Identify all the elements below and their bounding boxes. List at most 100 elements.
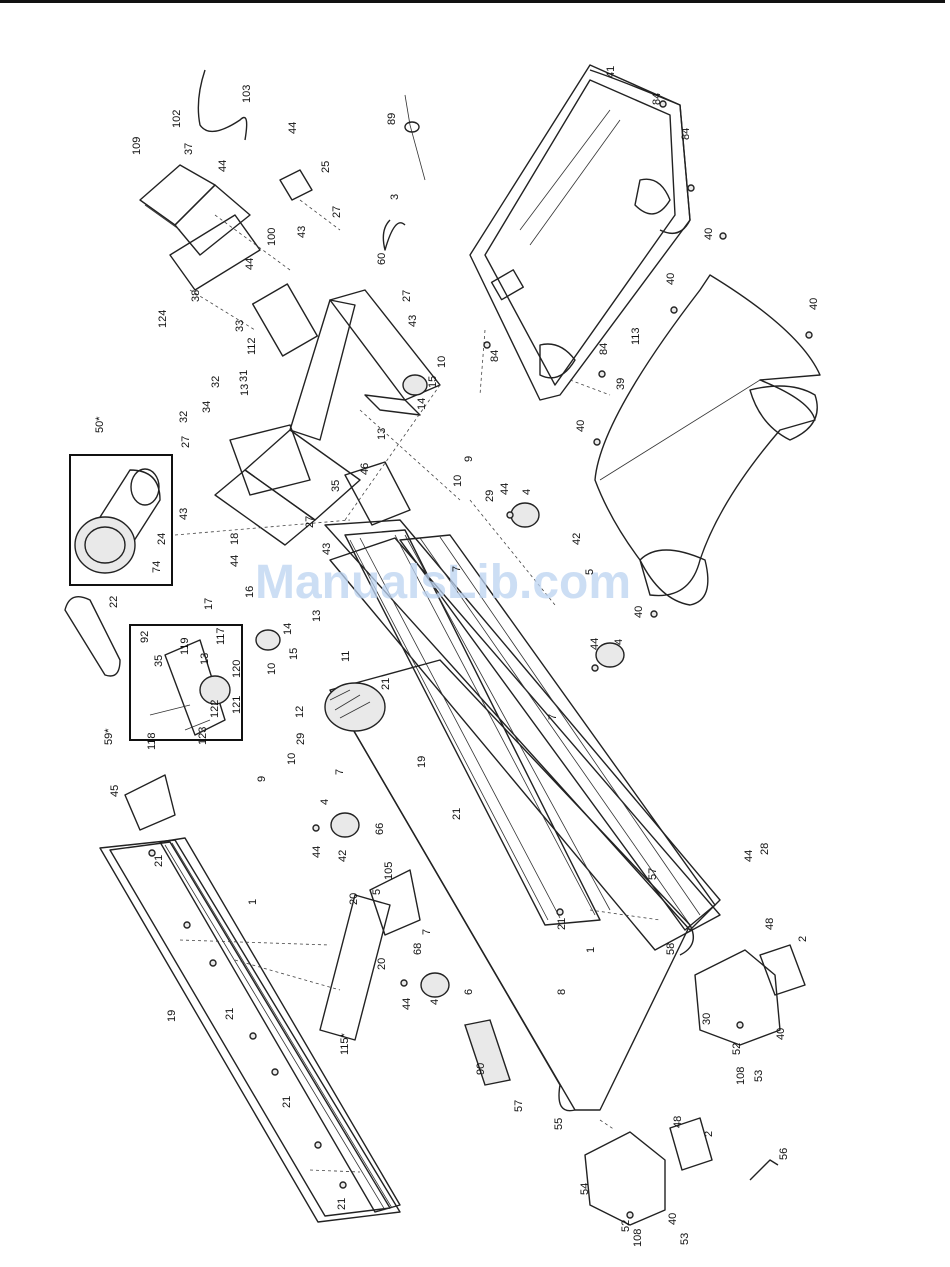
leveler-plate [319,894,391,1041]
assembly-guide-lines [174,199,661,1173]
rear-endcap-left [584,1117,713,1226]
part-label: 118 [146,732,158,750]
part-label: 16 [244,586,256,598]
part-number-labels: 102 103 109 37 44 38 44 25 27 43 100 44 … [94,66,820,1247]
part-label: 40 [667,1213,679,1225]
part-label: 1 [585,947,597,953]
part-label: 31 [238,370,250,382]
drive-belt [64,596,121,677]
part-label: 24 [156,533,168,545]
part-label: 122 [209,700,221,718]
part-label: 13 [199,653,211,665]
part-label: 10 [286,753,298,765]
part-label: 44 [589,638,601,650]
base-frame-cover [469,64,691,401]
part-label: 14 [282,623,294,635]
part-label: 21 [153,855,165,867]
part-label: 13 [239,384,251,396]
part-label: 27 [331,206,343,218]
part-label: 14 [416,398,428,410]
part-label: 46 [359,463,371,475]
part-label: 28 [759,843,771,855]
part-label: 84 [680,128,692,140]
part-label: 8 [556,989,568,995]
part-label: 7 [421,929,433,935]
part-label: 2 [797,936,809,942]
part-label: 105 [383,862,395,880]
wheel-4a [510,502,540,528]
part-label: 39 [615,378,627,390]
part-label: 43 [321,543,333,555]
part-label: 113 [630,327,642,345]
part-label: 92 [139,631,151,643]
part-label: 60 [376,253,388,265]
part-label: 112 [246,337,258,355]
part-label: 108 [632,1229,644,1247]
fasteners [148,100,813,1219]
part-label: 35 [153,655,165,667]
part-label: 29 [295,733,307,745]
part-label: 115* [339,1032,351,1055]
part-label: 48 [672,1116,684,1128]
motor-inset-box [69,454,173,586]
part-label: 40 [633,606,645,618]
part-label: 90 [475,1063,487,1075]
part-label: 43 [178,508,190,520]
part-label: 27 [180,436,192,448]
part-label: 19 [166,1010,178,1022]
part-label: 43 [407,315,419,327]
part-label: 10 [436,356,448,368]
part-label: 1 [247,899,259,905]
part-label: 27 [401,290,413,302]
part-label: 6 [463,989,475,995]
wire-harness [404,94,426,181]
part-label: 44 [229,555,241,567]
part-label: 4 [613,639,625,645]
part-label: 74 [151,561,163,573]
part-label: 68 [412,943,424,955]
part-label: 10 [266,663,278,675]
part-label: 40 [703,228,715,240]
part-label: 21 [451,808,463,820]
part-label: 10 [452,475,464,487]
part-label: 59* [103,728,115,745]
part-label: 84 [489,350,501,362]
pulley-15a [402,374,428,396]
watermark: ManualsLib.com [255,556,631,609]
part-label: 21 [281,1096,293,1108]
part-label: 32 [210,376,222,388]
part-label: 15 [288,648,300,660]
side-rail-left-assembly [99,837,401,1223]
part-label: 7 [451,566,463,572]
part-label: 33 [234,320,246,332]
part-label: 4 [429,999,441,1005]
part-label: 57 [647,868,659,880]
controller-box [139,164,261,291]
part-label: 15 [427,376,439,388]
part-label: 32 [178,411,190,423]
part-label: 21 [556,918,568,930]
part-label: 4 [319,799,331,805]
part-label: 45 [109,785,121,797]
part-label: 7 [547,714,559,720]
part-label: 11 [340,651,352,662]
part-label: 37 [183,143,195,155]
upright-frame [214,283,441,546]
main-frame-deck-assembly [324,519,721,951]
part-label: 30 [701,1013,713,1025]
part-label: 108 [735,1067,747,1085]
part-label: 117 [215,627,227,645]
part-label: 119 [179,637,191,655]
part-label: 18 [229,533,241,545]
hood-side-46 [344,461,411,526]
part-label: 41 [605,66,617,78]
motor-hood [594,274,821,606]
part-label: 13 [311,610,323,622]
part-label: 25 [320,161,332,173]
part-label: 44 [311,846,323,858]
part-label: 9 [256,776,268,782]
part-label: 57 [513,1100,525,1112]
part-label: 13 [376,428,388,440]
